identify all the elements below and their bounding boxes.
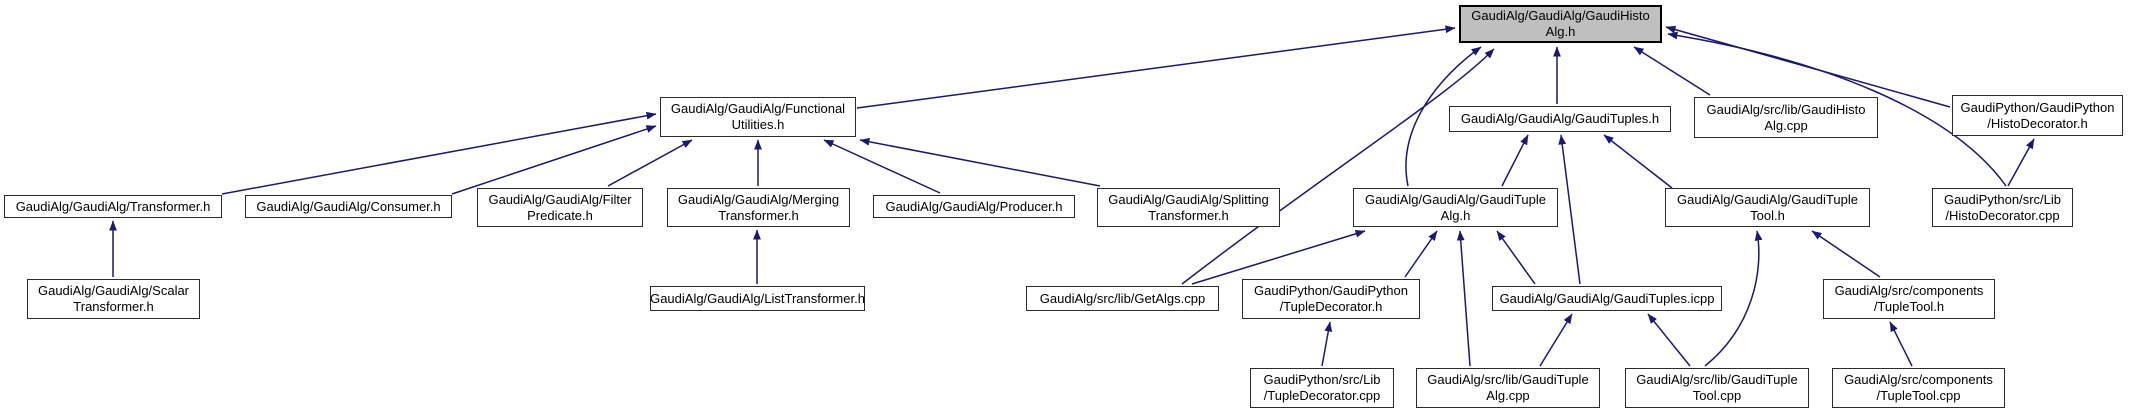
edge-gaudihistoalg-cpp-to-gaudihistoalg-h xyxy=(1633,46,1711,96)
graph-node-tupledecorator-h[interactable]: GaudiPython/GaudiPython /TupleDecorator.… xyxy=(1242,279,1420,319)
edge-getalgs-cpp-to-gaudituplealg-h xyxy=(1191,230,1366,285)
graph-node-gaudihistoalg-cpp[interactable]: GaudiAlg/src/lib/GaudiHisto Alg.cpp xyxy=(1694,97,1878,138)
graph-node-gaudituples-icpp[interactable]: GaudiAlg/GaudiAlg/GaudiTuples.icpp xyxy=(1492,286,1722,311)
graph-node-gaudihistoalg-h: GaudiAlg/GaudiAlg/GaudiHisto Alg.h xyxy=(1459,5,1662,43)
edge-functionalutilities-h-to-gaudihistoalg-h xyxy=(856,25,1456,109)
edge-histodecorator-cpp-to-gaudihistoalg-h xyxy=(1667,31,2007,187)
graph-node-gauditupletool-h[interactable]: GaudiAlg/GaudiAlg/GaudiTuple Tool.h xyxy=(1665,188,1870,227)
graph-node-gaudituplealg-h[interactable]: GaudiAlg/GaudiAlg/GaudiTuple Alg.h xyxy=(1353,188,1558,227)
graph-node-gaudituples-h[interactable]: GaudiAlg/GaudiAlg/GaudiTuples.h xyxy=(1449,106,1671,132)
edge-consumer-h-to-functionalutilities-h xyxy=(451,125,657,195)
edge-tupletool-h-to-gauditupletool-h xyxy=(1811,230,1881,278)
edge-gaudituplealg-h-to-gaudituples-h xyxy=(1501,134,1529,187)
edge-gauditupletool-cpp-to-gaudituples-icpp xyxy=(1647,313,1691,367)
graph-node-consumer-h[interactable]: GaudiAlg/GaudiAlg/Consumer.h xyxy=(245,195,452,218)
edge-filterpredicate-h-to-functionalutilities-h xyxy=(607,139,693,187)
graph-node-gaudituplealg-cpp[interactable]: GaudiAlg/src/lib/GaudiTuple Alg.cpp xyxy=(1416,368,1600,408)
graph-node-tupletool-cpp[interactable]: GaudiAlg/src/components /TupleTool.cpp xyxy=(1832,368,2005,408)
edge-gaudituplealg-cpp-to-gaudituples-icpp xyxy=(1539,313,1573,367)
edge-splittingtransformer-h-to-functionalutilities-h xyxy=(859,137,1101,187)
edge-histodecorator-cpp-to-histodecorator-h xyxy=(2007,138,2035,187)
graph-node-scalartransformer-h[interactable]: GaudiAlg/GaudiAlg/Scalar Transformer.h xyxy=(27,279,200,319)
graph-node-histodecorator-cpp[interactable]: GaudiPython/src/Lib /HistoDecorator.cpp xyxy=(1932,188,2073,227)
graph-node-producer-h[interactable]: GaudiAlg/GaudiAlg/Producer.h xyxy=(873,195,1075,218)
graph-node-getalgs-cpp[interactable]: GaudiAlg/src/lib/GetAlgs.cpp xyxy=(1026,286,1219,311)
edge-gaudituplealg-cpp-to-gaudituplealg-h xyxy=(1456,230,1471,367)
edge-gauditupletool-cpp-to-gauditupletool-h xyxy=(1704,230,1763,367)
graph-node-filterpredicate-h[interactable]: GaudiAlg/GaudiAlg/Filter Predicate.h xyxy=(477,188,643,227)
graph-node-gauditupletool-cpp[interactable]: GaudiAlg/src/lib/GaudiTuple Tool.cpp xyxy=(1625,368,1809,408)
edge-tupledecorator-h-to-gaudituplealg-h xyxy=(1404,230,1438,278)
edge-gaudituples-icpp-to-gaudituples-h xyxy=(1558,134,1581,285)
graph-node-listtransformer-h[interactable]: GaudiAlg/GaudiAlg/ListTransformer.h xyxy=(650,286,865,311)
edge-transformer-h-to-functionalutilities-h xyxy=(221,111,657,195)
edge-gauditupletool-h-to-gaudituples-h xyxy=(1603,134,1673,189)
edge-producer-h-to-functionalutilities-h xyxy=(823,139,941,194)
edge-gaudituples-icpp-to-gaudituplealg-h xyxy=(1496,230,1536,285)
graph-node-histodecorator-h[interactable]: GaudiPython/GaudiPython /HistoDecorator.… xyxy=(1952,95,2123,136)
edge-getalgs-cpp-to-gaudihistoalg-h xyxy=(1181,48,1495,285)
graph-node-transformer-h[interactable]: GaudiAlg/GaudiAlg/Transformer.h xyxy=(4,195,222,218)
edge-tupledecorator-cpp-to-tupledecorator-h xyxy=(1321,321,1333,367)
edge-tupletool-cpp-to-tupletool-h xyxy=(1889,321,1913,367)
graph-node-functionalutilities-h[interactable]: GaudiAlg/GaudiAlg/Functional Utilities.h xyxy=(660,97,856,137)
graph-node-tupledecorator-cpp[interactable]: GaudiPython/src/Lib /TupleDecorator.cpp xyxy=(1250,368,1394,408)
graph-node-splittingtransformer-h[interactable]: GaudiAlg/GaudiAlg/Splitting Transformer.… xyxy=(1097,188,1280,227)
graph-node-tupletool-h[interactable]: GaudiAlg/src/components /TupleTool.h xyxy=(1823,279,1995,319)
graph-node-mergingtransformer-h[interactable]: GaudiAlg/GaudiAlg/Merging Transformer.h xyxy=(667,188,850,227)
